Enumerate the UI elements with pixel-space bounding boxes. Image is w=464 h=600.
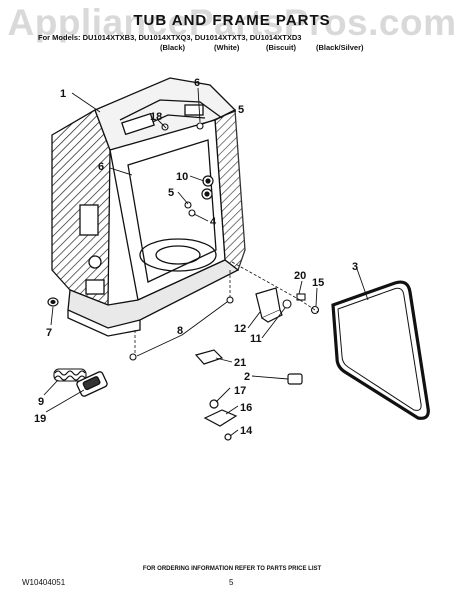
- callout-11: 11: [250, 333, 262, 345]
- callout-3: 3: [352, 261, 358, 273]
- document-number: W10404051: [22, 578, 66, 587]
- callout-6-side: 6: [98, 161, 104, 173]
- leader-lines: [43, 87, 369, 437]
- callout-2: 2: [244, 371, 250, 383]
- callout-15: 15: [312, 277, 324, 289]
- callout-16: 16: [240, 402, 252, 414]
- callout-5-mid: 5: [168, 187, 174, 199]
- bracket-12: [255, 287, 283, 323]
- spring-9: [53, 368, 87, 382]
- variant-biscuit: (Biscuit): [266, 43, 296, 52]
- callout-17: 17: [234, 385, 246, 397]
- ordering-notice: FOR ORDERING INFORMATION REFER TO PARTS …: [142, 566, 322, 572]
- callout-8: 8: [177, 325, 183, 337]
- variant-black: (Black): [160, 43, 186, 52]
- lower-parts: [194, 349, 303, 441]
- callout-7: 7: [46, 327, 52, 339]
- models-line: For Models: DU1014XTXB3, DU1014XTXQ3, DU…: [38, 33, 302, 42]
- callout-1: 1: [60, 88, 66, 100]
- variant-white: (White): [214, 43, 240, 52]
- tub-assembly: [51, 77, 246, 337]
- screws: [161, 122, 204, 217]
- callout-18: 18: [150, 111, 162, 123]
- pad-19: [76, 371, 108, 397]
- callout-14: 14: [240, 425, 253, 437]
- callout-6-top: 6: [194, 77, 200, 89]
- callout-20: 20: [294, 270, 306, 282]
- door-gasket: [331, 280, 430, 420]
- bumper-7: [47, 297, 59, 307]
- exploded-guides: [134, 261, 319, 355]
- callout-9: 9: [38, 396, 44, 408]
- page-number: 5: [229, 578, 234, 587]
- leveling-legs-8: [129, 296, 234, 361]
- callout-10: 10: [176, 171, 188, 183]
- small-hardware: [282, 293, 320, 315]
- callout-4: 4: [210, 216, 217, 228]
- callout-21: 21: [234, 357, 246, 369]
- callout-12: 12: [234, 323, 246, 335]
- callout-labels: 1 6 5 18 6 10 5 4 3 20 15 12 11 7 8 21 2…: [34, 77, 358, 437]
- watermark: AppliancePartsPros.com: [7, 2, 457, 43]
- callout-5-top: 5: [238, 104, 244, 116]
- variant-black-silver: (Black/Silver): [316, 43, 364, 52]
- callout-19: 19: [34, 413, 46, 425]
- page-title: TUB AND FRAME PARTS: [133, 12, 331, 29]
